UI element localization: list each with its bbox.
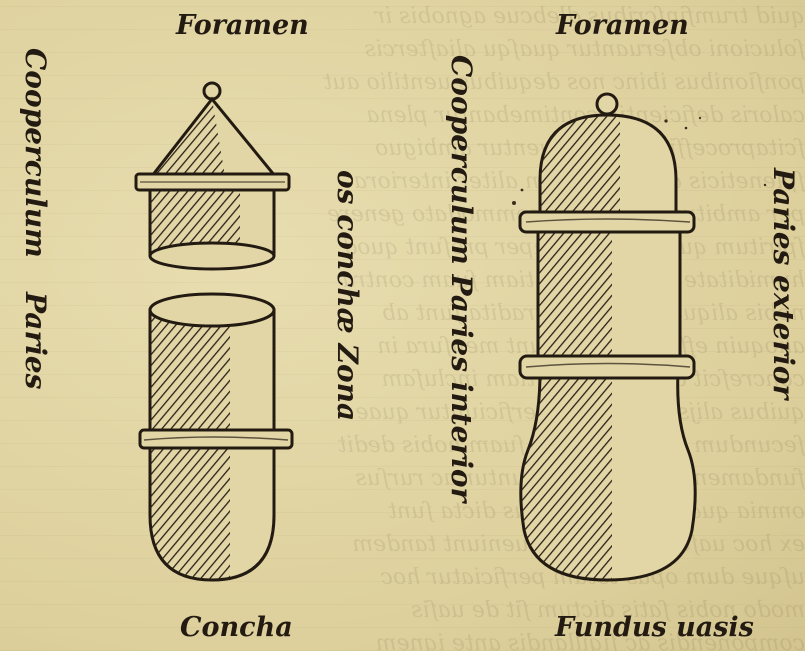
label-paries-exterior: Paries exterior bbox=[767, 168, 800, 399]
label-fundus-uasis: Fundus uasis bbox=[555, 612, 754, 643]
label-concha: Concha bbox=[180, 612, 293, 643]
label-foramen-left: Foramen bbox=[176, 10, 309, 41]
label-cooperculum-paries-interior: Cooperculum Paries interior bbox=[445, 55, 478, 502]
assembled-vessel bbox=[520, 94, 695, 580]
label-foramen-right: Foramen bbox=[556, 10, 689, 41]
cooperculum-lid bbox=[136, 83, 289, 269]
concha-body bbox=[140, 294, 292, 580]
label-cooperculum-left: Cooperculum bbox=[19, 48, 52, 258]
label-paries-left: Paries bbox=[19, 292, 52, 389]
label-os-conchae-zona: os conchæ Zona bbox=[331, 170, 364, 421]
